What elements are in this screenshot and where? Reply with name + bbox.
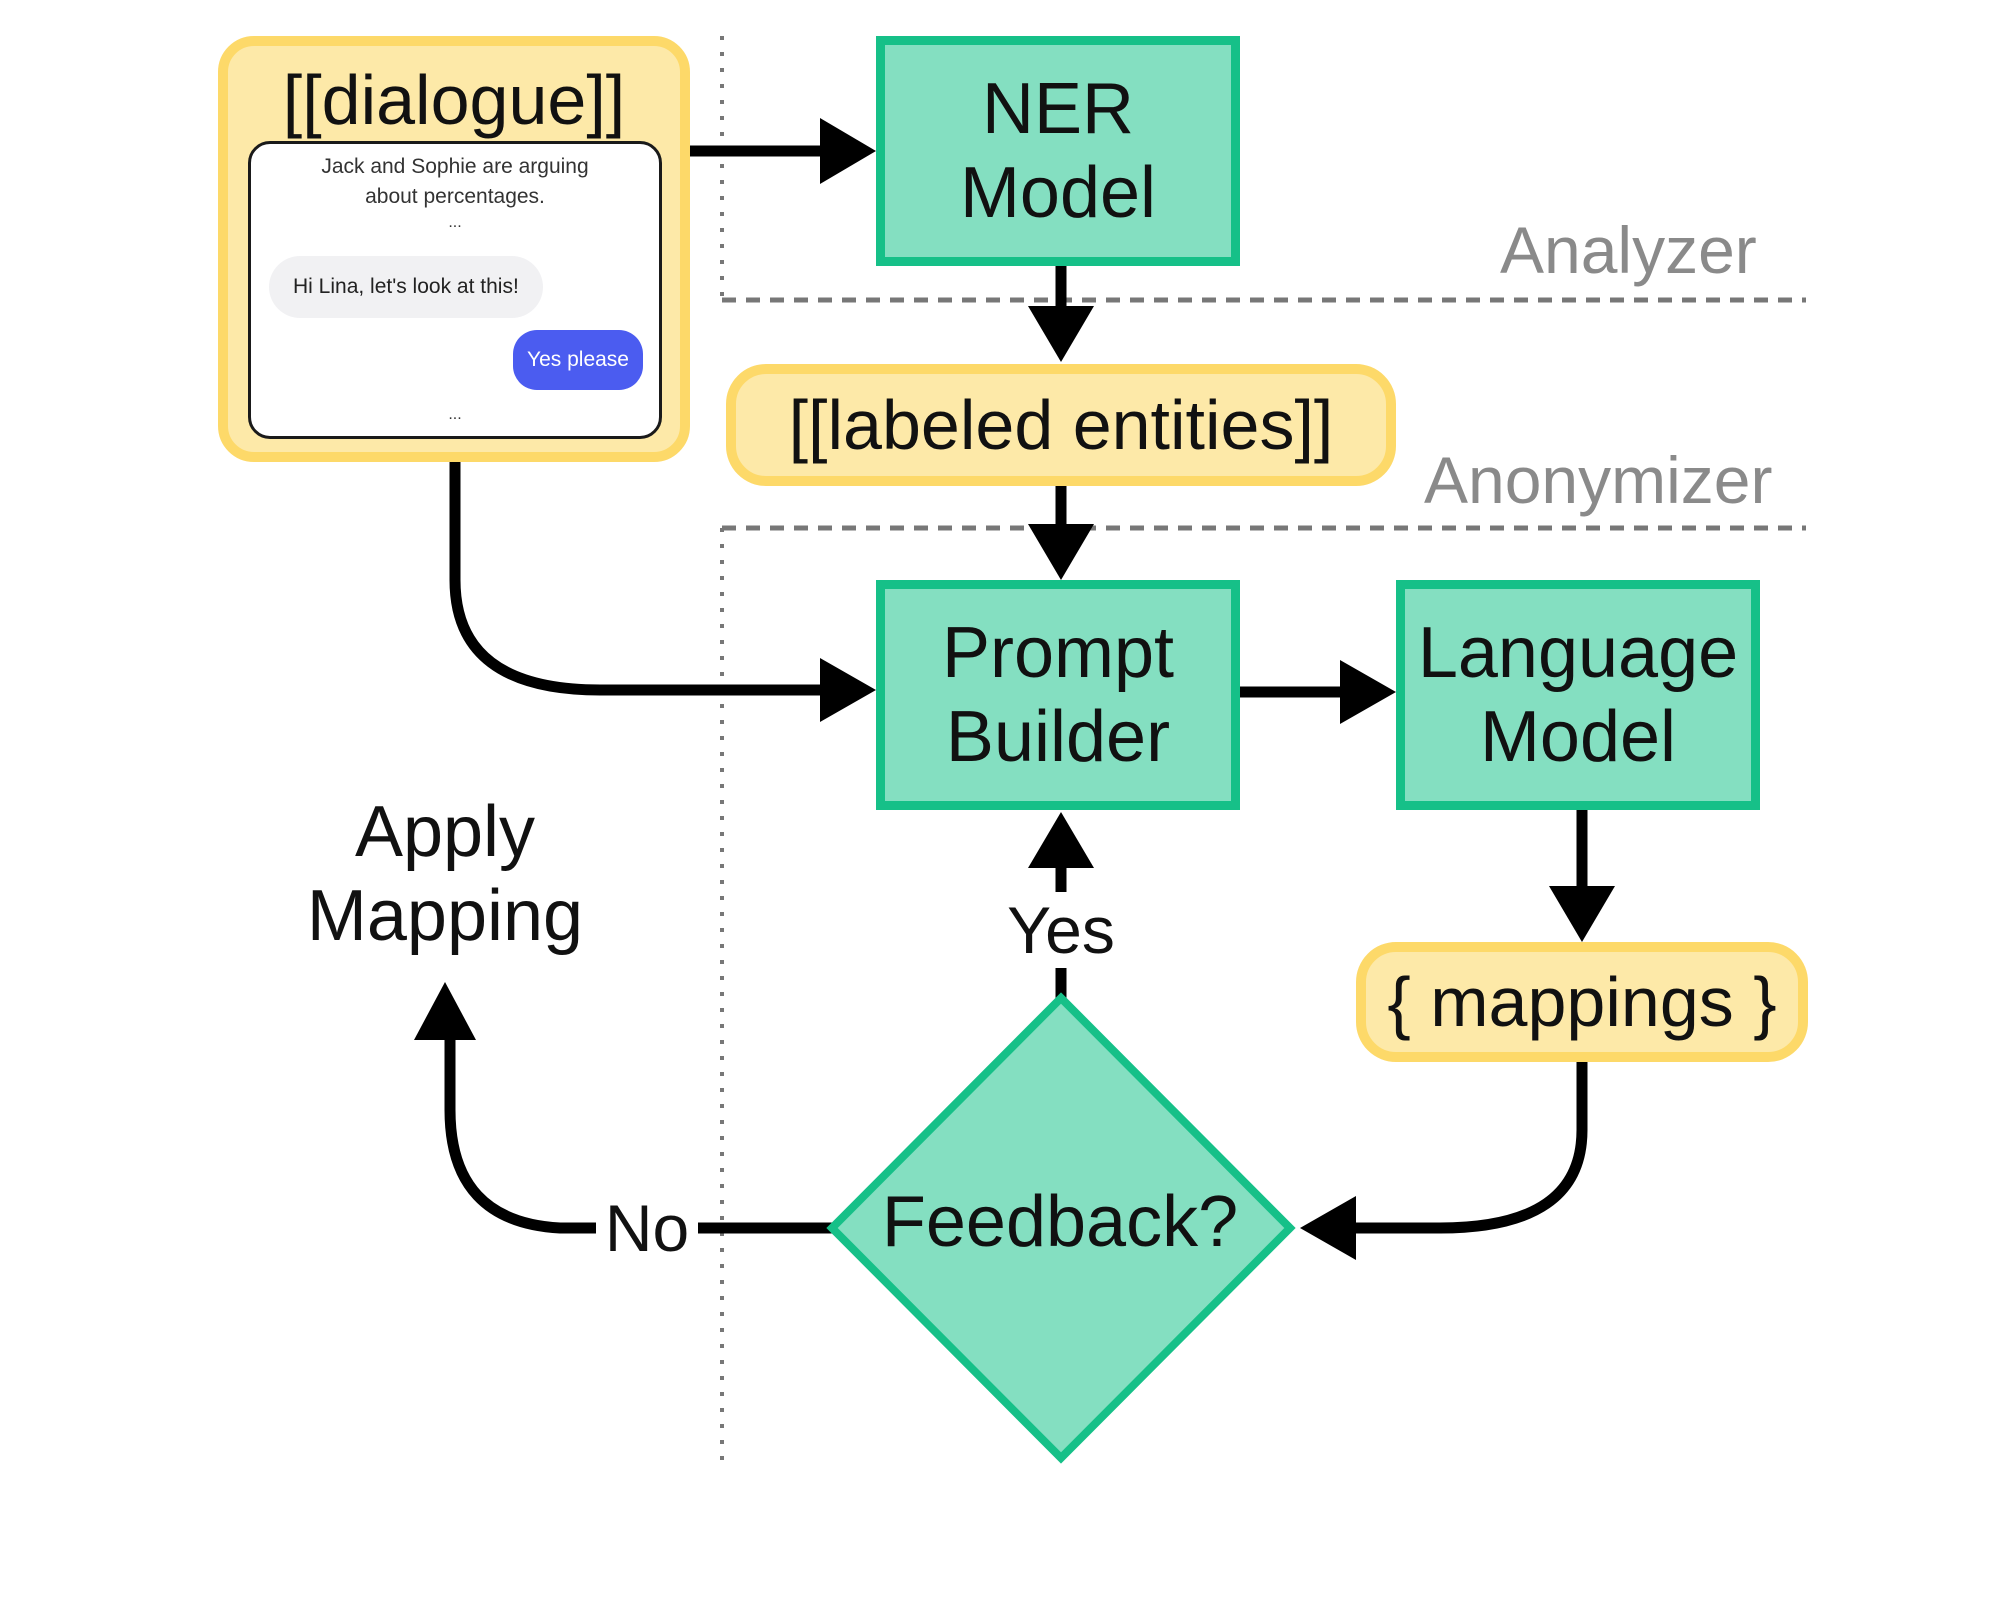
chat-ellipsis-top: ... [448, 214, 462, 231]
prompt-builder-node: Prompt Builder [876, 580, 1240, 810]
no-edge-label: No [596, 1190, 698, 1266]
chat-outgoing-bubble: Yes please [513, 330, 643, 390]
language-model-label: Language Model [1417, 613, 1739, 777]
arrowhead-into-ner [820, 118, 876, 184]
apply-mapping-label: Apply Mapping [306, 792, 584, 956]
labeled-entities-label: [[labeled entities]] [788, 386, 1334, 464]
dialogue-title: [[dialogue]] [282, 61, 626, 139]
ner-model-node: NER Model [876, 36, 1240, 266]
arrowhead-into-entities [1028, 306, 1094, 362]
feedback-decision-diamond [826, 992, 1296, 1464]
edge-dialogue-to-prompt [449, 462, 830, 696]
arrowhead-into-language-model [1340, 660, 1396, 724]
analyzer-region-label: Analyzer [1500, 213, 1757, 287]
chat-ellipsis-bottom: ... [448, 406, 462, 423]
edge-feedback-to-apply-mapping [444, 1034, 832, 1234]
arrowhead-into-prompt-from-entities [1028, 524, 1094, 580]
language-model-node: Language Model [1396, 580, 1760, 810]
chat-intro-text: Jack and Sophie are arguing about percen… [321, 155, 589, 208]
mappings-label: { mappings } [1387, 963, 1777, 1041]
feedback-label: Feedback? [881, 1182, 1239, 1262]
arrowhead-into-apply-mapping [414, 982, 476, 1040]
chat-incoming-bubble: Hi Lina, let's look at this! [269, 256, 543, 318]
dialogue-chat-preview: Jack and Sophie are arguing about percen… [248, 141, 662, 439]
anonymizer-region-label: Anonymizer [1424, 443, 1773, 517]
yes-edge-label: Yes [990, 892, 1132, 968]
ner-model-label: NER Model [959, 69, 1157, 233]
arrowhead-into-feedback [1300, 1196, 1356, 1260]
arrowhead-into-prompt-from-dialogue [820, 658, 876, 722]
labeled-entities-node: [[labeled entities]] [726, 364, 1396, 486]
arrowhead-into-mappings [1549, 886, 1615, 942]
arrowhead-into-prompt-from-feedback [1028, 812, 1094, 868]
prompt-builder-label: Prompt Builder [941, 613, 1175, 777]
mappings-node: { mappings } [1356, 942, 1808, 1062]
edge-mappings-to-feedback [1340, 1062, 1588, 1234]
